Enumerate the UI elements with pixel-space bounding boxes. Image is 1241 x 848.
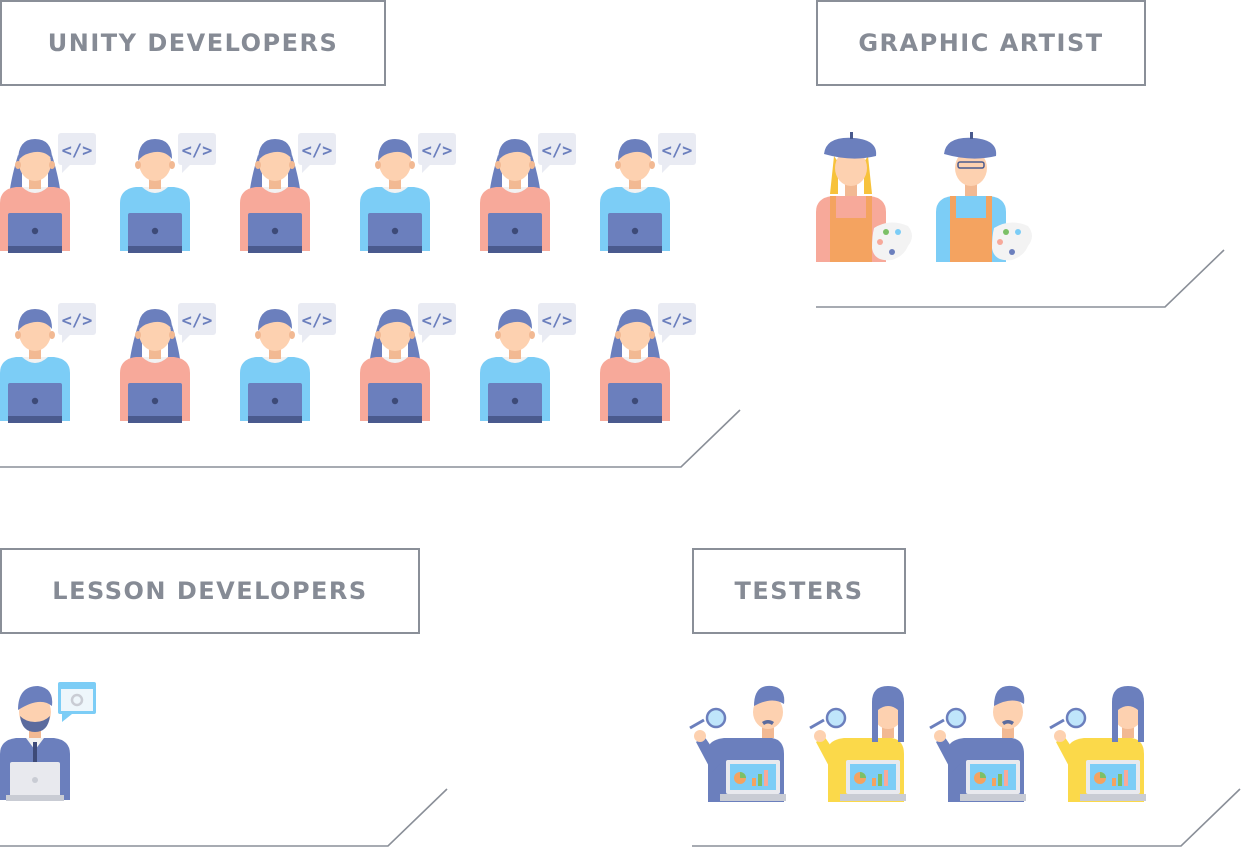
developer-icon: </> bbox=[240, 303, 340, 432]
graphic-artist-label: GRAPHIC ARTIST bbox=[816, 0, 1146, 86]
svg-text:</>: </> bbox=[422, 141, 453, 161]
svg-text:</>: </> bbox=[302, 141, 333, 161]
tester-icon bbox=[928, 682, 1028, 811]
developer-icon: </> bbox=[600, 133, 700, 262]
svg-text:</>: </> bbox=[182, 141, 213, 161]
graphic-divider bbox=[816, 249, 1225, 308]
svg-text:</>: </> bbox=[662, 141, 693, 161]
svg-text:</>: </> bbox=[422, 311, 453, 331]
unity-developers-title: UNITY DEVELOPERS bbox=[47, 29, 339, 57]
testers-label: TESTERS bbox=[692, 548, 906, 634]
testers-divider bbox=[692, 788, 1241, 847]
developer-icon: </> bbox=[0, 133, 100, 262]
developer-icon: </> bbox=[120, 303, 220, 432]
svg-text:</>: </> bbox=[542, 311, 573, 331]
developer-icon: </> bbox=[0, 303, 100, 432]
tester-icon bbox=[808, 682, 908, 811]
lesson-divider bbox=[0, 788, 448, 847]
developer-icon: </> bbox=[360, 303, 460, 432]
developer-icon: </> bbox=[600, 303, 700, 432]
developer-icon: </> bbox=[480, 133, 580, 262]
svg-text:</>: </> bbox=[62, 311, 93, 331]
artist-icon bbox=[816, 132, 916, 271]
svg-text:</>: </> bbox=[62, 141, 93, 161]
tester-icon bbox=[688, 682, 788, 811]
developer-icon: </> bbox=[360, 133, 460, 262]
testers-title: TESTERS bbox=[734, 577, 864, 605]
lesson-developer-icon bbox=[0, 682, 100, 811]
unity-developers-label: UNITY DEVELOPERS bbox=[0, 0, 386, 86]
developer-icon: </> bbox=[480, 303, 580, 432]
lesson-developers-label: LESSON DEVELOPERS bbox=[0, 548, 420, 634]
graphic-artist-title: GRAPHIC ARTIST bbox=[858, 29, 1104, 57]
svg-text:</>: </> bbox=[302, 311, 333, 331]
tester-icon bbox=[1048, 682, 1148, 811]
artist-icon bbox=[936, 132, 1036, 271]
svg-text:</>: </> bbox=[182, 311, 213, 331]
svg-text:</>: </> bbox=[542, 141, 573, 161]
svg-text:</>: </> bbox=[662, 311, 693, 331]
developer-icon: </> bbox=[240, 133, 340, 262]
developer-icon: </> bbox=[120, 133, 220, 262]
unity-divider bbox=[0, 409, 741, 468]
lesson-developers-title: LESSON DEVELOPERS bbox=[52, 577, 368, 605]
